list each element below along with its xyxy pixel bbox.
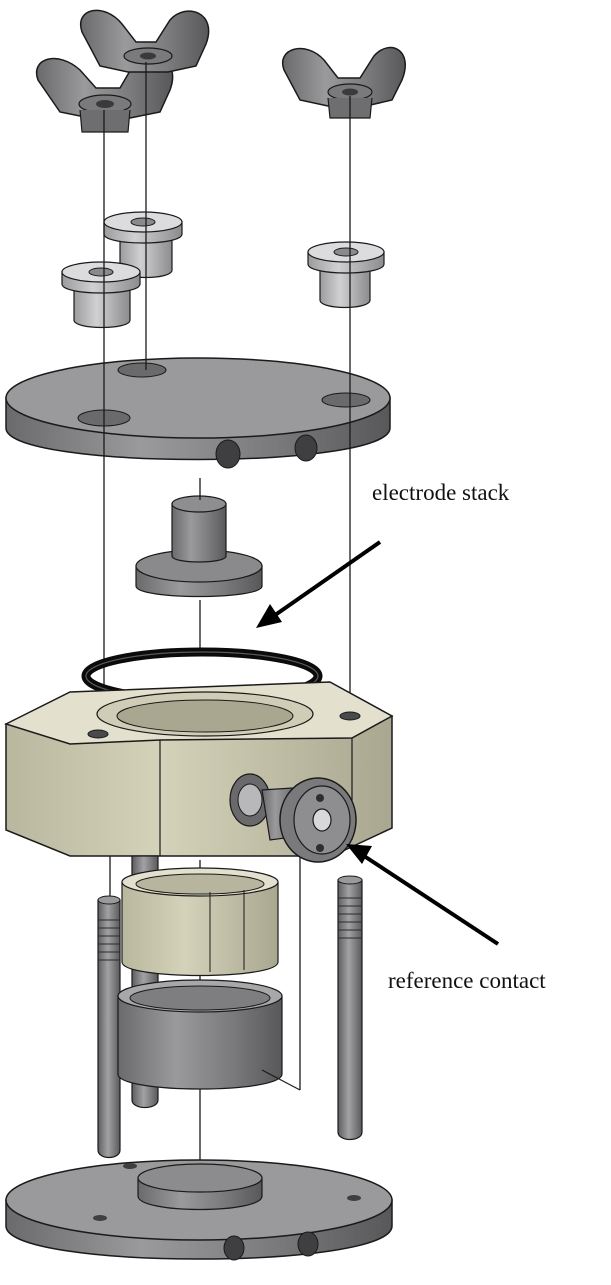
electrode-stack-label: electrode stack xyxy=(372,480,510,505)
bushing-right xyxy=(307,241,385,309)
insulating-sleeve xyxy=(121,867,279,977)
lower-cup xyxy=(117,979,301,1091)
wing-nut-back xyxy=(79,9,210,73)
electrode-stack-upper xyxy=(135,495,263,598)
bottom-plate xyxy=(5,1159,393,1261)
reference-contact-arrow xyxy=(346,844,500,946)
threaded-rod-left xyxy=(97,895,121,1159)
reference-contact-label: reference contact xyxy=(388,968,546,993)
bushing-left xyxy=(61,261,141,329)
electrode-stack-arrow xyxy=(256,540,382,628)
wing-nut-right xyxy=(281,46,406,119)
top-plate xyxy=(5,357,391,469)
threaded-rod-right xyxy=(337,875,363,1141)
reference-contact-fitting xyxy=(261,777,357,863)
